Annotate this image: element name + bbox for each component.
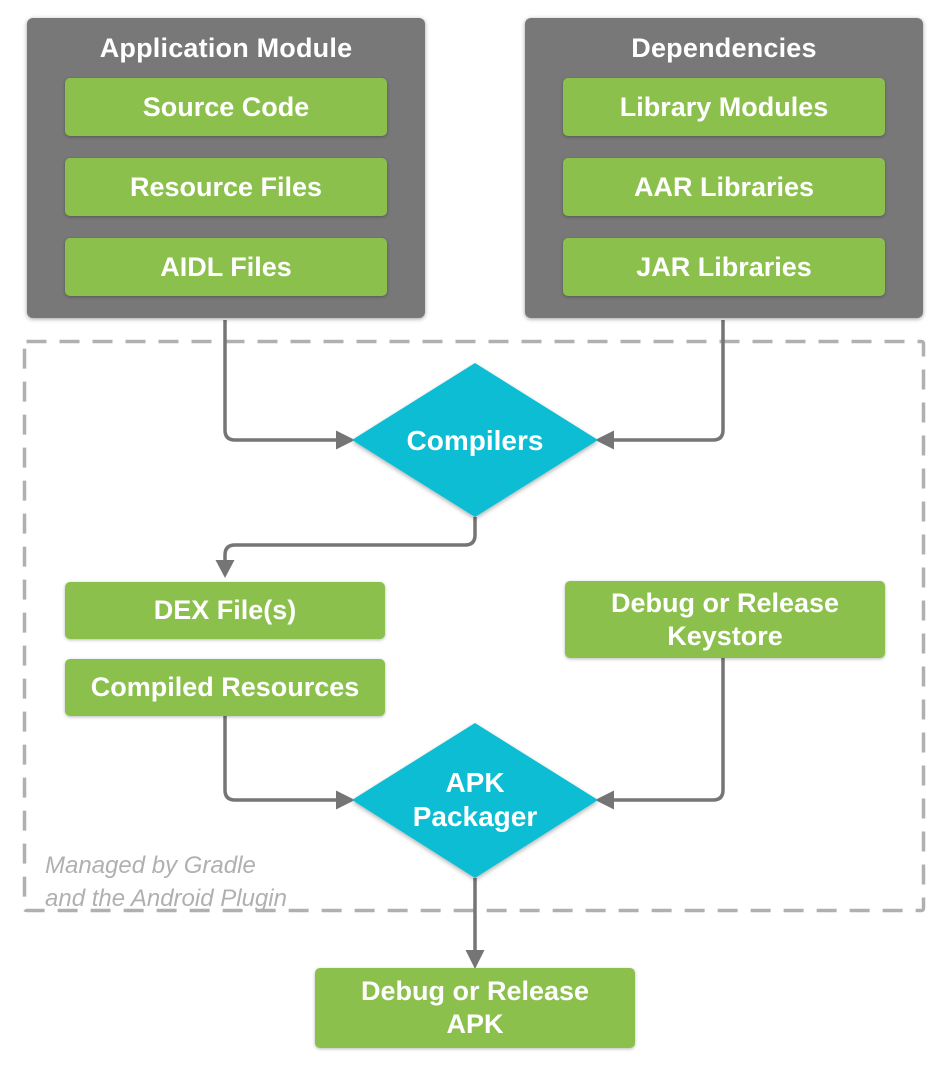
compilers-diamond [352, 363, 598, 517]
connector-keystore-to-packager [614, 658, 725, 802]
output-apk-label: Debug or Release APK [360, 976, 590, 1039]
application-module-title: Application Module [99, 32, 353, 63]
arrowhead-into-compilers-left [336, 430, 355, 450]
gradle-managed-region-border [22, 339, 926, 913]
arrowhead-into-output-apk [465, 950, 485, 969]
box-aidl-files: AIDL Files [65, 238, 387, 296]
caption-line-1: Managed by Gradle [45, 852, 256, 879]
box-output-apk: Debug or Release APK [315, 968, 635, 1048]
application-module-group: Application Module Source Code Resource … [27, 18, 425, 318]
dependencies-items: Library Modules AAR Libraries JAR Librar… [525, 78, 923, 296]
dependencies-title: Dependencies [631, 32, 817, 63]
apk-packager-label: APK Packager [412, 767, 538, 832]
compiled-resources-label: Compiled Resources [90, 672, 360, 702]
box-library-modules: Library Modules [563, 78, 885, 136]
dependencies-group: Dependencies Library Modules AAR Librari… [525, 18, 923, 318]
box-source-code: Source Code [65, 78, 387, 136]
box-compiled-resources: Compiled Resources [65, 659, 385, 716]
arrowhead-into-packager-right [595, 790, 614, 810]
box-dex-files: DEX File(s) [65, 582, 385, 639]
box-jar-libraries: JAR Libraries [563, 238, 885, 296]
connector-app-module-to-compilers [223, 320, 336, 442]
connector-resources-to-packager [223, 716, 336, 802]
box-keystore: Debug or Release Keystore [565, 581, 885, 658]
keystore-label: Debug or Release Keystore [610, 587, 840, 651]
apk-packager-diamond [352, 723, 598, 878]
connector-dependencies-to-compilers [614, 320, 725, 442]
compilers-label: Compilers [406, 425, 544, 456]
managed-by-gradle-caption: Managed by Gradle and the Android Plugin [45, 849, 287, 915]
arrowhead-into-compilers-right [595, 430, 614, 450]
box-aar-libraries: AAR Libraries [563, 158, 885, 216]
box-resource-files: Resource Files [65, 158, 387, 216]
connector-compilers-to-dex [223, 517, 477, 561]
arrowhead-into-packager-left [336, 790, 355, 810]
arrowhead-into-dex [215, 560, 235, 578]
application-module-items: Source Code Resource Files AIDL Files [27, 78, 425, 296]
caption-line-2: and the Android Plugin [45, 885, 287, 912]
dex-files-label: DEX File(s) [153, 595, 297, 625]
